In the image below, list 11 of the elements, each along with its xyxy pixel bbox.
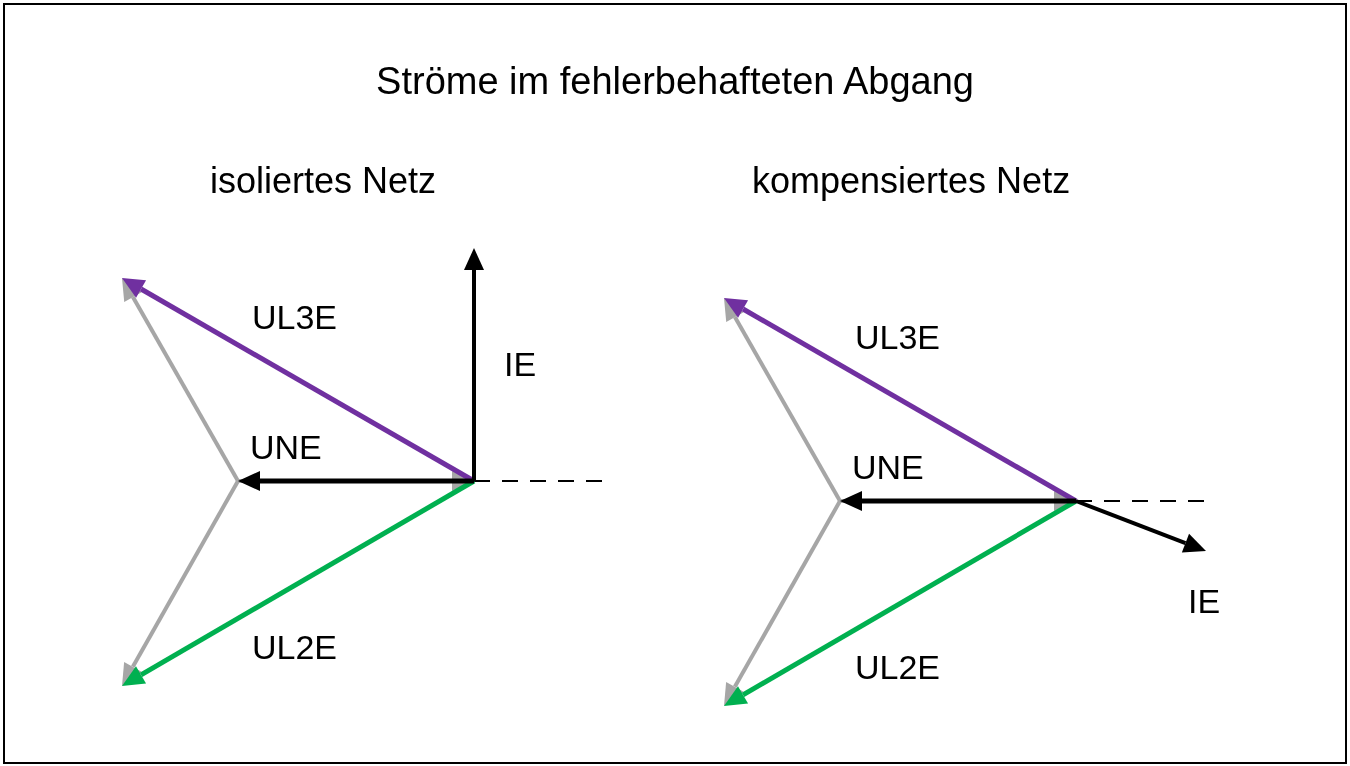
- diagram-title: Ströme im fehlerbehafteten Abgang: [376, 62, 974, 100]
- phasor-label: IE: [504, 347, 537, 381]
- phasor-label: UL3E: [855, 320, 941, 354]
- panel-heading: kompensiertes Netz: [752, 163, 1071, 199]
- phasor-label: UNE: [852, 450, 924, 484]
- phasor-label: UL2E: [252, 630, 338, 664]
- phasor-label: IE: [1188, 584, 1221, 618]
- phasor-label: UL3E: [252, 300, 338, 334]
- phasor-label: UL2E: [855, 650, 941, 684]
- phasor-label: UNE: [250, 430, 322, 464]
- panel-heading: isoliertes Netz: [210, 163, 437, 199]
